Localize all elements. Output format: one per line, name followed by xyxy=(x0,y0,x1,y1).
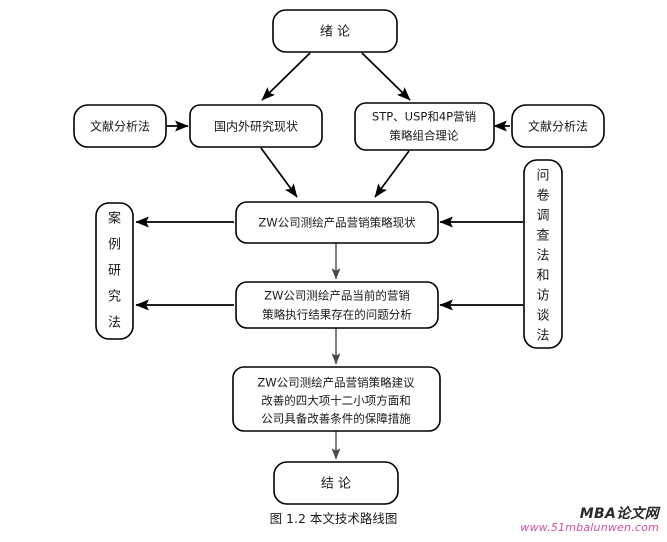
node-research-status-label: 国内外研究现状 xyxy=(214,119,298,134)
node-problem-label-line2: 策略执行结果存在的问题分析 xyxy=(262,308,412,322)
node-survey-method-char-7: 谈 xyxy=(536,309,549,324)
node-survey-method-char-8: 法 xyxy=(536,329,549,344)
watermark-url: www.51mbalunwen.com xyxy=(520,521,659,535)
node-lit-right-shape xyxy=(511,104,605,148)
node-suggestion-shape xyxy=(232,366,441,432)
node-case-method-shape xyxy=(95,202,134,340)
node-problem-label-line1: ZW公司测绘产品当前的营销 xyxy=(264,289,410,303)
node-research-status-shape xyxy=(189,104,323,148)
node-suggestion-label-line2: 改善的四大项十二小项方面和 xyxy=(261,394,411,408)
node-lit-left-shape xyxy=(73,104,167,148)
edge-theory-to-current-status xyxy=(374,150,410,198)
node-survey-method-shape xyxy=(523,159,563,349)
edge-research-status-to-current-status xyxy=(260,147,298,198)
node-case-method-char-2: 研 xyxy=(108,264,121,279)
node-intro[interactable]: 绪 论 xyxy=(272,9,398,53)
edge-intro-to-theory xyxy=(361,52,411,101)
node-survey-method-char-0: 问 xyxy=(536,169,549,184)
node-problem[interactable]: ZW公司测绘产品当前的营销 策略执行结果存在的问题分析 xyxy=(235,281,439,329)
edge-intro-to-research-status xyxy=(261,52,311,101)
node-research-status[interactable]: 国内外研究现状 xyxy=(189,104,323,148)
node-survey-method[interactable]: 问 卷 调 查 法 和 访 谈 法 xyxy=(523,159,563,349)
node-suggestion[interactable]: ZW公司测绘产品营销策略建议 改善的四大项十二小项方面和 公司具备改善条件的保障… xyxy=(232,366,441,432)
node-survey-method-char-2: 调 xyxy=(536,209,549,224)
node-conclusion[interactable]: 结 论 xyxy=(273,461,399,505)
node-current-status-label: ZW公司测绘产品营销策略现状 xyxy=(258,216,416,230)
node-case-method-char-1: 例 xyxy=(108,238,121,253)
node-survey-method-char-4: 法 xyxy=(536,249,549,264)
node-survey-method-char-6: 访 xyxy=(536,289,549,304)
node-suggestion-label-line3: 公司具备改善条件的保障措施 xyxy=(261,412,411,426)
edge-group xyxy=(135,52,523,460)
node-case-method-char-4: 法 xyxy=(108,316,121,331)
node-intro-label: 绪 论 xyxy=(320,25,350,40)
node-lit-left[interactable]: 文献分析法 xyxy=(73,104,167,148)
node-suggestion-label-line1: ZW公司测绘产品营销策略建议 xyxy=(257,376,415,390)
node-survey-method-char-5: 和 xyxy=(536,269,549,284)
node-theory-label-line1: STP、USP和4P营销 xyxy=(372,110,476,124)
node-case-method-char-3: 究 xyxy=(108,290,121,305)
node-lit-right-label: 文献分析法 xyxy=(528,119,588,134)
node-conclusion-shape xyxy=(273,461,399,505)
node-case-method[interactable]: 案 例 研 究 法 xyxy=(95,202,134,340)
node-current-status[interactable]: ZW公司测绘产品营销策略现状 xyxy=(235,201,439,244)
node-conclusion-label: 结 论 xyxy=(321,477,351,492)
node-theory-shape xyxy=(354,102,495,151)
node-case-method-char-0: 案 xyxy=(108,212,121,227)
watermark: MBA论文网 www.51mbalunwen.com xyxy=(520,506,659,535)
node-intro-shape xyxy=(272,9,398,53)
node-lit-right[interactable]: 文献分析法 xyxy=(511,104,605,148)
node-survey-method-char-1: 卷 xyxy=(536,188,549,204)
node-survey-method-char-3: 查 xyxy=(536,229,549,244)
watermark-brand: MBA论文网 xyxy=(579,506,659,522)
node-lit-left-label: 文献分析法 xyxy=(90,119,150,134)
figure-caption: 图 1.2 本文技术路线图 xyxy=(269,511,398,526)
node-problem-shape xyxy=(235,281,439,329)
node-theory-label-line2: 策略组合理论 xyxy=(390,129,459,143)
node-current-status-shape xyxy=(235,201,439,244)
node-theory[interactable]: STP、USP和4P营销 策略组合理论 xyxy=(354,102,495,151)
